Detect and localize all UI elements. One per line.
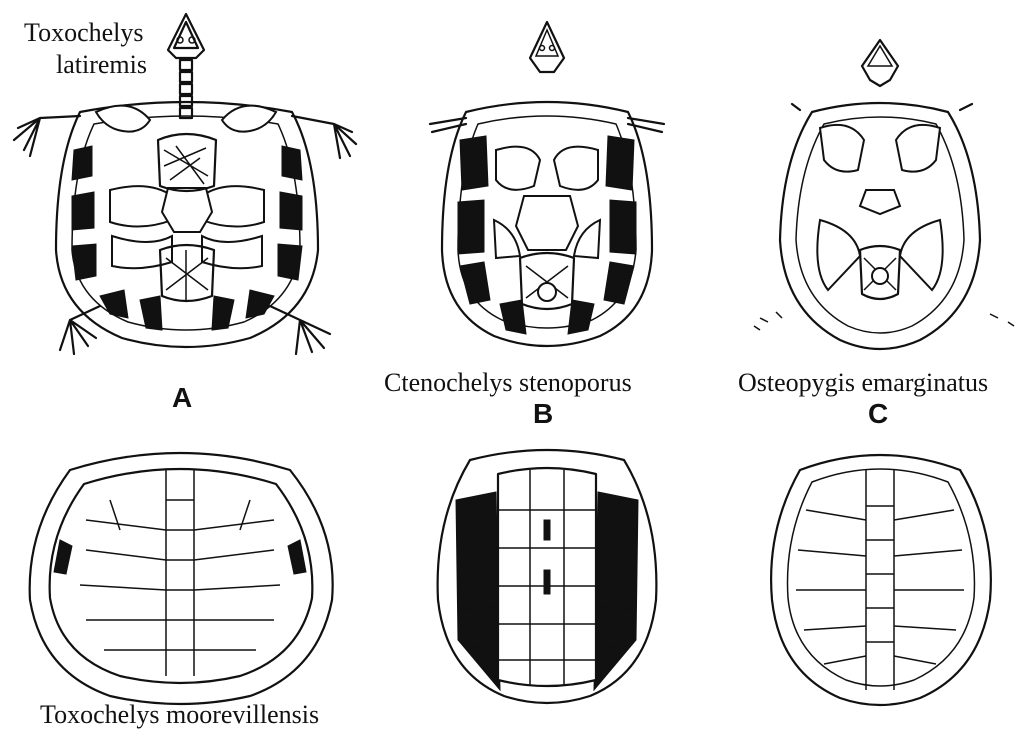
panel-b-plastron [430,22,664,346]
species-label-toxochelys-latiremis-line2: latiremis [56,50,147,80]
carapace-ctenochelys [438,450,657,703]
species-label-osteopygis-emarginatus: Osteopygis emarginatus [738,368,988,398]
species-label-toxochelys-moorevillensis: Toxochelys moorevillensis [40,700,319,730]
carapace-osteopygis [771,455,991,705]
panel-letter-a: A [172,382,192,414]
species-label-ctenochelys-stenoporus: Ctenochelys stenoporus [384,368,632,398]
carapace-toxochelys-moorevillensis [30,453,333,704]
species-label-toxochelys-latiremis-line1: Toxochelys [24,18,144,48]
panel-letter-c: C [868,398,888,430]
panel-letter-b: B [533,398,553,430]
panel-c-plastron [754,40,1014,349]
